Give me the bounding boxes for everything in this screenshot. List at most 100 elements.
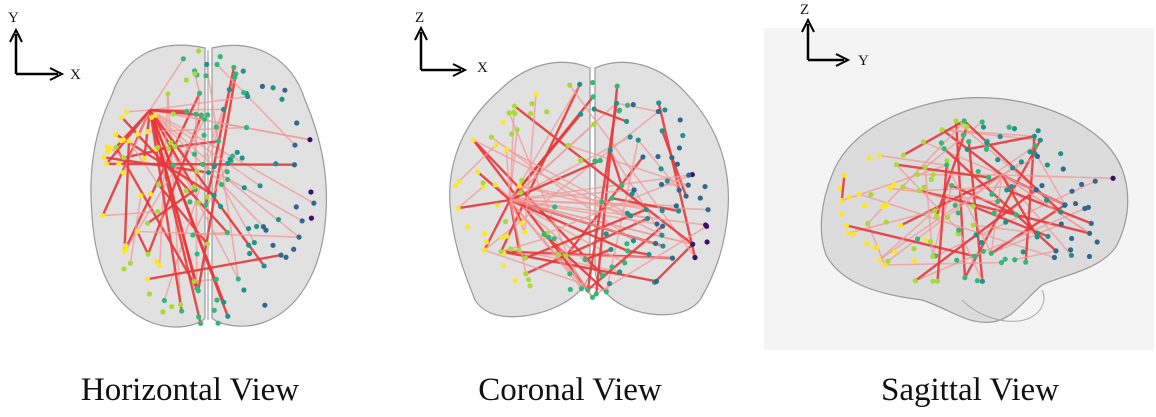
connectivity-edge [509, 198, 629, 252]
brain-region-node [456, 178, 462, 184]
brain-region-node [527, 283, 533, 289]
brain-region-node [631, 187, 637, 193]
connectivity-edge [508, 112, 583, 289]
brain-region-node [577, 157, 584, 163]
brain-region-node [662, 107, 668, 113]
connectivity-edge [586, 103, 618, 291]
brain-region-node [585, 287, 591, 293]
brain-region-node [962, 275, 968, 281]
brain-region-node [508, 131, 515, 137]
brain-region-node [1012, 257, 1018, 263]
brain-region-node [522, 255, 529, 261]
brain-region-node [104, 149, 111, 155]
connectivity-edge [546, 173, 693, 234]
brain-region-node [146, 291, 153, 297]
brain-region-node [190, 232, 196, 238]
brain-region-node [839, 198, 845, 204]
brain-region-node [979, 119, 985, 125]
brain-region-node [921, 184, 927, 190]
connectivity-edge [125, 114, 209, 251]
brain-region-node [614, 83, 620, 89]
connectivity-edge [509, 189, 635, 201]
brain-region-node [145, 251, 151, 257]
brain-region-node [1060, 166, 1066, 172]
brain-region-node [972, 253, 978, 259]
brain-region-node [191, 151, 198, 157]
connectivity-edge [149, 58, 185, 111]
brain-region-node [623, 118, 630, 125]
brain-region-node [916, 188, 922, 194]
connectivity-edge [896, 163, 989, 179]
brain-region-node [922, 237, 929, 243]
brain-region-node [155, 144, 161, 150]
brain-region-node [914, 171, 920, 178]
connectivity-edge [611, 197, 679, 213]
brain-region-node [597, 157, 603, 164]
brain-region-node [995, 198, 1001, 205]
brain-region-node [624, 241, 630, 247]
brain-region-node [617, 269, 623, 275]
connectivity-edge [484, 249, 607, 293]
connectivity-edge [146, 188, 196, 225]
brain-region-node [567, 82, 573, 88]
brain-region-node [952, 202, 958, 208]
brain-region-node [989, 191, 995, 197]
connectivity-edge [587, 225, 664, 291]
brain-region-node [964, 124, 970, 130]
brain-region-node [180, 56, 186, 62]
brain-region-node [1002, 256, 1008, 262]
brain-region-node [475, 169, 481, 175]
brain-region-node [1110, 175, 1116, 181]
brain-region-node [956, 227, 962, 233]
brain-region-node [183, 188, 189, 194]
brain-region-node [991, 210, 997, 216]
connectivity-edge [149, 95, 248, 111]
brain-region-node [218, 181, 225, 188]
brain-region-node [864, 240, 870, 246]
brain-region-node [283, 254, 289, 260]
brain-region-node [677, 117, 683, 123]
brain-region-node [868, 191, 874, 198]
brain-region-node [155, 208, 161, 215]
brain-region-node [973, 232, 979, 238]
brain-region-node [482, 230, 488, 237]
brain-region-node [970, 222, 976, 228]
brain-region-node [172, 144, 178, 150]
brain-region-node [253, 223, 260, 230]
brain-region-node [1078, 181, 1085, 188]
brain-region-node [978, 239, 985, 246]
brain-region-node [257, 183, 263, 189]
brain-region-node [516, 247, 522, 253]
brain-region-node [629, 191, 635, 197]
brain-region-node [122, 243, 129, 249]
brain-region-node [292, 142, 298, 148]
brain-region-node [686, 172, 692, 178]
brain-region-node [507, 246, 514, 252]
brain-region-node [871, 244, 878, 251]
connectivity-edge [149, 109, 264, 228]
brain-region-node [898, 222, 904, 229]
brain-region-node [630, 102, 636, 108]
brain-region-node [294, 120, 300, 126]
brain-region-node [217, 54, 223, 60]
brain-region-node [500, 119, 506, 125]
axis-label-horizontal: X [70, 67, 81, 83]
brain-region-node [655, 108, 661, 115]
brain-region-node [183, 77, 189, 83]
brain-region-node [995, 157, 1001, 163]
brain-region-node [659, 128, 665, 134]
brain-region-node [546, 234, 552, 241]
brain-region-node [882, 262, 888, 268]
brain-region-node [251, 239, 257, 246]
brain-region-node [658, 166, 664, 172]
brain-region-node [920, 139, 927, 145]
brain-region-node [1058, 221, 1064, 227]
connectivity-edge [158, 93, 169, 266]
connectivity-edge [149, 109, 215, 167]
brain-region-node [100, 213, 106, 219]
brain-region-node [673, 203, 679, 209]
brain-region-node [930, 171, 936, 178]
brain-region-node [1037, 137, 1043, 143]
brain-region-node [519, 177, 525, 183]
brain-region-node [685, 182, 691, 188]
